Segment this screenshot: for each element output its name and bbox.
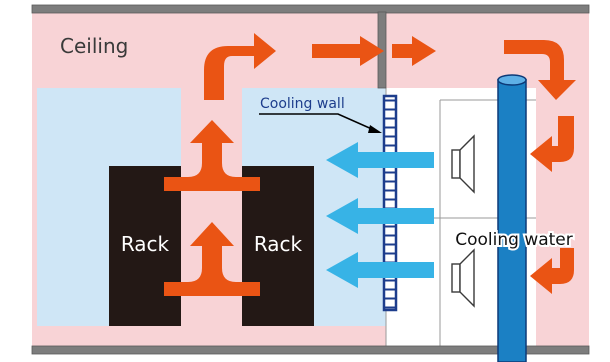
cooling-wall-leader [259,113,375,131]
cooling-wall [382,94,398,312]
cold-air-arrow [326,142,434,178]
hot-air-down-arrow [530,248,574,294]
rack-right-label: Rack [254,232,303,256]
hot-air-down-arrow [504,40,576,100]
hot-air-ceiling-arrow [392,36,436,66]
hot-air-turn-arrow [204,33,276,100]
hot-air-ceiling-arrow [312,36,384,66]
fan-unit-bottom [451,248,475,308]
hot-air-rise-arrow [164,120,260,191]
cooling-wall-label: Cooling wall [260,96,345,112]
rack-left [109,166,181,326]
ceiling-label: Ceiling [60,34,128,58]
cooling-water-label: Cooling water [455,230,573,250]
cooling-water-pipe [497,74,527,362]
cold-air-arrows [326,142,434,288]
rack-right [242,166,314,326]
rack-left-label: Rack [121,232,170,256]
fan-unit-top [451,134,475,194]
cold-air-arrow [326,252,434,288]
hot-air-rise-arrow [164,222,260,296]
cold-air-arrow [326,198,434,234]
hot-air-down-arrow [530,116,574,172]
hot-air-arrows [164,33,576,296]
